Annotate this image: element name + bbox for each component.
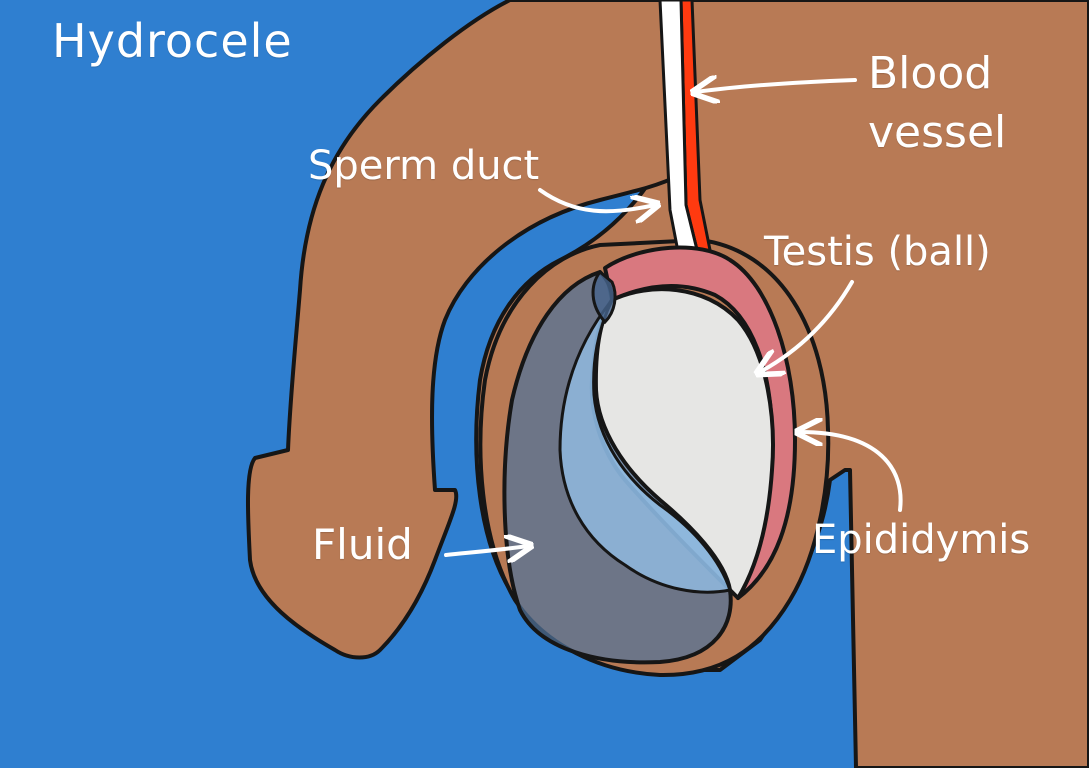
penis-shape <box>245 0 692 660</box>
label-epididymis: Epididymis <box>812 517 1031 563</box>
label-blood-vessel-line2: vessel <box>868 107 1007 159</box>
label-blood-vessel-line1: Blood <box>868 48 993 99</box>
diagram-title: Hydrocele <box>52 14 293 68</box>
label-blood-vessel: Blood vessel <box>868 44 1006 163</box>
fluid-arrow <box>444 546 528 555</box>
label-sperm-duct: Sperm duct <box>308 143 540 189</box>
blood-vessel-arrow <box>696 80 857 92</box>
label-fluid: Fluid <box>312 520 413 569</box>
label-testis: Testis (ball) <box>764 229 991 275</box>
sperm-duct-arrow <box>538 188 655 211</box>
fluid-inner-shape <box>558 298 732 594</box>
fluid-top-blob <box>591 269 617 325</box>
epididymis-arrow <box>800 432 903 512</box>
testis-arrow <box>760 280 854 372</box>
